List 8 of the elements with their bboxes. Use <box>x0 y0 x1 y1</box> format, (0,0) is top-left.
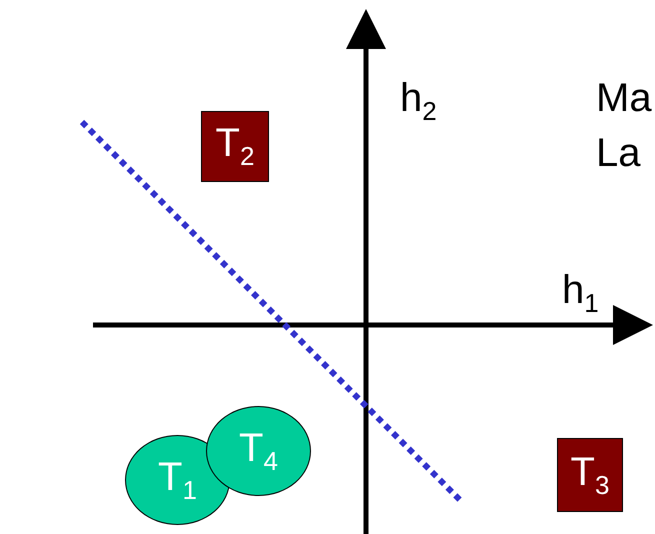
text-label: Ma <box>596 78 652 118</box>
text-label: La <box>596 133 640 173</box>
node-box: T$_{3}$ <box>557 438 623 512</box>
node-ellipse: T$_{4}$ <box>206 406 311 496</box>
axis-label: h$_{2}$ <box>400 78 437 124</box>
node-box: T$_{2}$ <box>201 111 269 182</box>
axis-label: h$_{1}$ <box>562 270 599 316</box>
node-ellipse: T$_{1}$ <box>125 435 230 525</box>
